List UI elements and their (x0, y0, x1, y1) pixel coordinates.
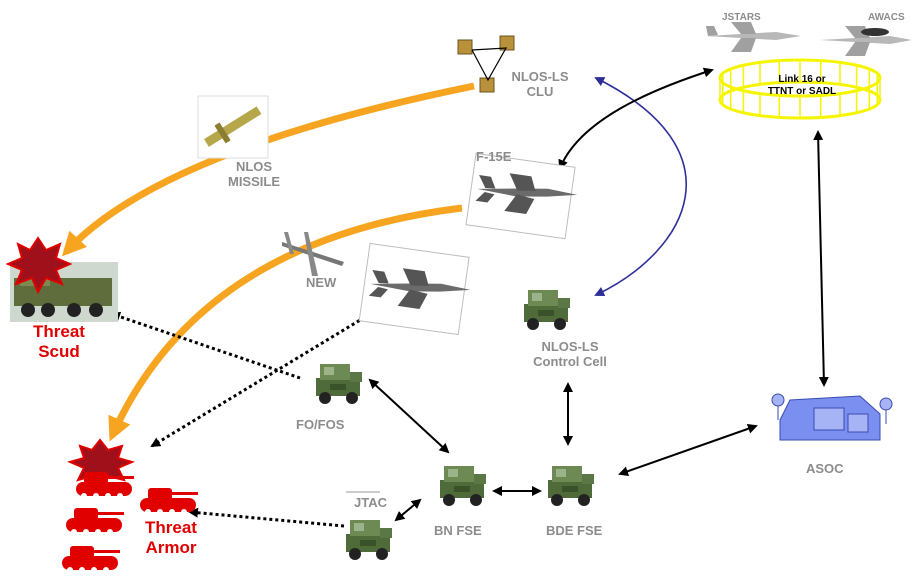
bn-fse-label: BN FSE (434, 523, 482, 538)
new-armor-designation (150, 306, 381, 448)
nlos-ls-clu-label: NLOS-LS CLU (500, 69, 580, 100)
nlos-missile-label-line2: MISSILE (227, 173, 280, 189)
f15e-label: F-15E (476, 149, 512, 164)
threat-armor-label: Threat Armor (126, 518, 216, 557)
threat-scud-label: Threat Scud (14, 322, 104, 361)
jtac-label: JTAC (354, 495, 387, 510)
jstars-aircraft-icon (706, 22, 801, 52)
nlos-ls-clu-label-line1: NLOS-LS (511, 69, 569, 84)
nlos-ls-cell-label-line2: Control Cell (533, 353, 607, 369)
threat-armor-label-line1: Threat (145, 518, 197, 537)
asoc-building-icon (771, 393, 893, 441)
nlos-ls-clu-label-line2: CLU (526, 83, 554, 99)
threat-scud-label-line1: Threat (33, 322, 85, 341)
awacs-aircraft-icon (820, 26, 912, 56)
bn-fse-humvee-icon (440, 466, 486, 506)
f15e-aircraft-icon (465, 152, 579, 240)
nlos-missile-icon (197, 95, 269, 159)
tank-icon (140, 488, 198, 515)
link16-f15e-link (558, 67, 714, 170)
new-uav-icon (282, 232, 344, 276)
threat-armor-label-line2: Armor (145, 537, 197, 557)
nlos-missile-label: NLOS MISSILE (214, 159, 294, 190)
fo-fos-label: FO/FOS (296, 417, 345, 432)
bde-asoc-link (618, 423, 758, 477)
fo-bn-link (368, 378, 450, 454)
new-label: NEW (306, 275, 337, 290)
asoc-label: ASOC (806, 461, 844, 476)
missile-flight-path (61, 82, 475, 257)
tank-icon (66, 508, 124, 535)
fo-fos-humvee-icon (316, 364, 362, 404)
fo-scud-designation (110, 311, 301, 380)
link16-network-ring (718, 58, 882, 120)
scud-explosion-icon (5, 236, 73, 295)
strike-aircraft-icon (358, 242, 473, 336)
jtac-armor-designation (188, 507, 345, 528)
nlos-ls-control-cell-label: NLOS-LS Control Cell (520, 339, 620, 370)
bde-fse-humvee-icon (548, 466, 594, 506)
threat-armor-group (62, 438, 198, 573)
nlos-ls-cell-label-line1: NLOS-LS (541, 339, 599, 354)
nlos-missile-label-line1: NLOS (235, 159, 273, 174)
link16-label-line1: Link 16 or (778, 74, 826, 85)
jstars-label: JSTARS (722, 12, 761, 23)
f15e-flight-path (108, 204, 463, 442)
link16-label-line2: TTNT or SADL (767, 85, 837, 97)
bde-fse-label: BDE FSE (546, 523, 603, 538)
link16-asoc-link (813, 130, 829, 387)
nlos-ls-control-cell-humvee-icon (524, 290, 570, 330)
threat-scud-label-line2: Scud (38, 341, 80, 361)
awacs-label: AWACS (868, 12, 905, 23)
tank-icon (62, 546, 120, 573)
tank-icon (76, 472, 134, 499)
jtac-humvee-icon (346, 520, 392, 560)
clu-control-cell-link (594, 77, 688, 297)
nlos-ls-clu-icon (457, 35, 515, 93)
link16-label: Link 16 or TTNT or SADL (762, 74, 842, 97)
jtac-bn-link (394, 498, 422, 522)
